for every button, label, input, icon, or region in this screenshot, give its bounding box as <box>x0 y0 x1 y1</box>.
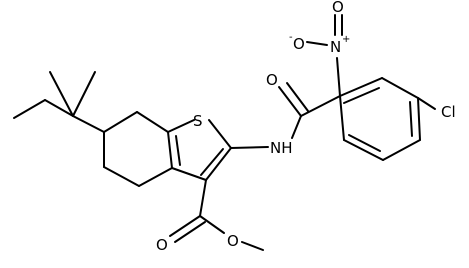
atom-labels: S NH O N + - O O Cl O O <box>156 0 456 254</box>
bond <box>103 166 140 187</box>
bond <box>339 95 345 141</box>
bond <box>208 119 232 149</box>
bond <box>136 111 169 133</box>
bond <box>300 95 341 117</box>
bond <box>49 71 74 117</box>
amide-oxygen-label: O <box>266 71 278 89</box>
sulfur-atom-label: S <box>193 112 203 130</box>
bond <box>199 215 225 234</box>
nitro-nitrogen-label: N <box>330 38 341 56</box>
bond <box>205 147 232 181</box>
ester-carbonyl-oxygen-label: O <box>156 236 168 254</box>
bond <box>278 86 302 117</box>
bond <box>169 215 201 237</box>
bond <box>167 131 173 169</box>
bond <box>241 241 264 251</box>
nitro-oxygen-charge: - <box>289 32 293 43</box>
bond <box>382 139 421 161</box>
ester-oxygen-label: O <box>227 232 239 250</box>
bond <box>199 179 207 217</box>
bond <box>417 97 436 110</box>
bond <box>175 135 181 166</box>
bond <box>230 146 269 149</box>
chlorine-atom-label: Cl <box>441 103 456 121</box>
bond <box>138 167 173 187</box>
bond <box>409 101 413 137</box>
bond <box>339 77 383 97</box>
bond <box>381 77 419 99</box>
bond <box>72 71 96 117</box>
bond <box>174 221 206 243</box>
bond <box>291 115 302 139</box>
bond <box>348 134 381 152</box>
bond <box>13 99 46 119</box>
nitro-nitrogen-charge: + <box>342 34 350 45</box>
bond <box>103 111 138 133</box>
bond <box>167 119 195 133</box>
bond <box>286 82 309 112</box>
bonds <box>13 14 436 251</box>
bond <box>200 148 224 176</box>
bond <box>343 139 384 161</box>
amide-nh-label: NH <box>270 139 293 157</box>
bond <box>336 57 341 97</box>
nitro-oxygen-label: O <box>332 0 344 16</box>
bond <box>44 99 74 117</box>
bond <box>171 167 207 181</box>
bond <box>72 115 105 133</box>
bond <box>343 87 380 104</box>
nitro-oxygen-minus-label: O <box>293 35 305 53</box>
bond <box>417 97 421 141</box>
bond <box>306 41 328 46</box>
